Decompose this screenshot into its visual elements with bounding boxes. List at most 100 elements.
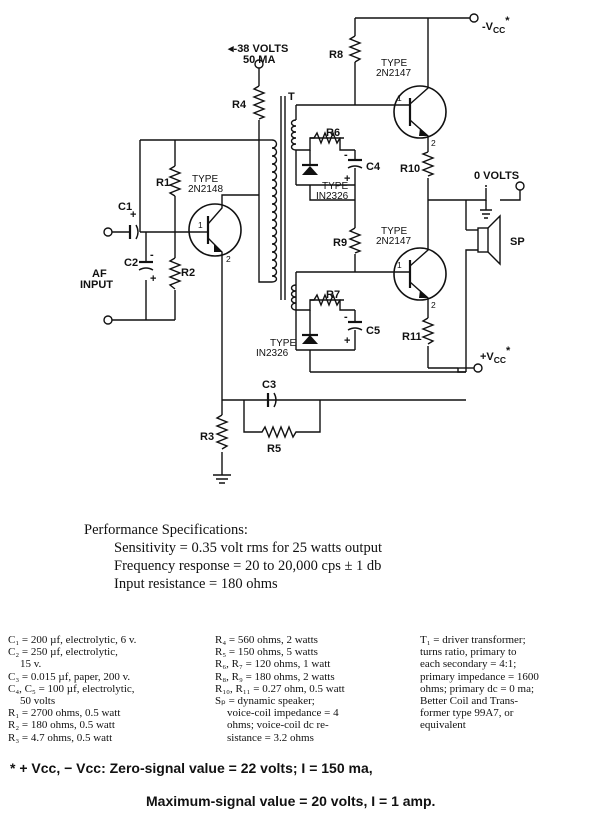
capacitors — [128, 158, 363, 408]
part-line: R₁ = 2700 ohms, 0.5 watt — [8, 707, 121, 720]
part-line: voice-coil impedance = 4 — [227, 707, 339, 720]
input-label: INPUT — [80, 279, 113, 291]
c1-plus: + — [130, 209, 136, 221]
part-line: 50 volts — [20, 695, 56, 708]
parts-list-column-3: T₁ = driver transformer; turns ratio, pr… — [420, 634, 608, 732]
r2-label: R2 — [181, 267, 195, 279]
transistor-q3 — [393, 247, 447, 301]
resistor-r9 — [348, 227, 362, 254]
transistor-q1 — [188, 203, 242, 257]
diode-upper — [302, 163, 318, 175]
vcc-pos-label: +VCC* — [480, 345, 511, 365]
resistor-r7 — [310, 293, 344, 307]
schematic-labels: ◂-38 VOLTS 50 MA -VCC* +VCC* 0 VOLTS T S… — [80, 15, 525, 455]
spec-input-resistance: Input resistance = 180 ohms — [114, 576, 278, 592]
capacitor-c2 — [138, 260, 154, 271]
part-line: former type 99A7, or — [420, 707, 514, 720]
d1-type-label: IN2326 — [316, 191, 349, 202]
q1-type-word: TYPE — [192, 174, 218, 185]
c3-label: C3 — [262, 379, 276, 391]
q2-pin1: 1 — [397, 93, 402, 103]
r7-label: R7 — [326, 289, 340, 301]
d2-type-label: IN2326 — [256, 348, 289, 359]
c2-label: C2 — [124, 257, 138, 269]
r11-label: R11 — [402, 331, 422, 343]
resistor-r10 — [421, 151, 435, 177]
r5-label: R5 — [267, 443, 281, 455]
zero-volts-label: 0 VOLTS — [474, 170, 519, 182]
part-line: R₅ = 150 ohms, 5 watts — [215, 646, 318, 659]
resistor-r3 — [215, 414, 229, 450]
part-line: Sₚ = dynamic speaker; — [215, 695, 315, 708]
performance-specifications: Performance Specifications: Sensitivity … — [84, 521, 544, 593]
capacitor-c1 — [128, 224, 139, 240]
resistor-r11 — [421, 317, 435, 345]
d2-type-word: TYPE — [270, 338, 296, 349]
part-line: R₈, R₉ = 180 ohms, 2 watts — [215, 670, 335, 683]
c4-minus: - — [344, 149, 348, 161]
resistor-r5 — [258, 425, 298, 439]
q2-type-word: TYPE — [381, 58, 407, 69]
part-line: ohms; primary dc = 0 ma; — [420, 682, 535, 695]
spec-sensitivity: Sensitivity = 0.35 volt rms for 25 watts… — [114, 540, 382, 556]
part-line: C₁ = 200 µf, electrolytic, 6 v. — [8, 634, 137, 646]
r9-label: R9 — [333, 237, 347, 249]
c5-label: C5 — [366, 325, 380, 337]
transformer-t1 — [259, 96, 297, 311]
c4-label: C4 — [366, 161, 381, 173]
diode-lower — [302, 333, 318, 344]
supply-current-label: 50 MA — [243, 54, 275, 66]
q3-type-word: TYPE — [381, 226, 407, 237]
part-line: 15 v. — [20, 658, 42, 671]
capacitor-c4 — [347, 158, 363, 176]
part-line: R₄ = 560 ohms, 2 watts — [215, 634, 318, 646]
c2-minus: - — [150, 249, 154, 261]
q2-pin2: 2 — [431, 138, 436, 148]
q1-pin1: 1 — [198, 220, 203, 230]
q1-type-label: 2N2148 — [188, 184, 223, 195]
diodes — [302, 163, 318, 344]
part-line: primary impedance = 1600 — [420, 670, 539, 683]
part-line: R₃ = 4.7 ohms, 0.5 watt — [8, 731, 113, 744]
resistors — [168, 35, 435, 450]
resistor-r6 — [310, 131, 344, 145]
part-line: turns ratio, primary to — [420, 646, 517, 659]
part-line: C₃ = 0.015 µf, paper, 200 v. — [8, 670, 131, 683]
r1-label: R1 — [156, 177, 170, 189]
resistor-r1 — [168, 165, 182, 197]
capacitor-c5 — [347, 320, 363, 336]
transistor-q2 — [393, 85, 447, 140]
resistor-r8 — [348, 35, 362, 63]
c4-plus: + — [344, 173, 350, 185]
capacitor-c3 — [266, 392, 277, 408]
supply-voltage-label: ◂-38 VOLTS — [227, 43, 288, 55]
q3-pin2: 2 — [431, 300, 436, 310]
parts-list-column-1: C₁ = 200 µf, electrolytic, 6 v. C₂ = 250… — [8, 634, 198, 744]
c5-plus: + — [344, 335, 350, 347]
q1-pin2: 2 — [226, 254, 231, 264]
resistor-r2 — [168, 257, 182, 290]
resistor-r4 — [252, 85, 266, 120]
c5-minus: - — [344, 311, 348, 323]
d1-type-word: TYPE — [322, 181, 348, 192]
supply-terminal-minus38 — [254, 59, 264, 69]
af-label: AF — [92, 268, 107, 280]
part-line: C₄, C₅ = 100 µf, electrolytic, — [8, 682, 135, 695]
q2-type-label: 2N2147 — [376, 68, 411, 79]
part-line: R₆, R₇ = 120 ohms, 1 watt — [215, 658, 331, 671]
c2-plus: + — [150, 273, 156, 285]
amplifier-schematic: ◂-38 VOLTS 50 MA -VCC* +VCC* 0 VOLTS T S… — [80, 13, 525, 484]
footnote-max-signal: Maximum-signal value = 20 volts, I = 1 a… — [146, 793, 436, 809]
r10-label: R10 — [400, 163, 420, 175]
spec-frequency-response: Frequency response = 20 to 20,000 cps ± … — [114, 558, 382, 574]
part-line: R₁₀, R₁₁ = 0.27 ohm, 0.5 watt — [215, 682, 345, 695]
performance-heading: Performance Specifications: — [84, 522, 248, 538]
parts-list-column-2: R₄ = 560 ohms, 2 watts R₅ = 150 ohms, 5 … — [215, 634, 405, 744]
part-line: equivalent — [420, 719, 466, 732]
part-line: R₂ = 180 ohms, 0.5 watt — [8, 719, 115, 732]
speaker-sp — [477, 214, 501, 266]
part-line: each secondary = 4:1; — [420, 658, 517, 671]
footnote-zero-signal: * + Vcc, − Vcc: Zero-signal value = 22 v… — [10, 760, 373, 776]
speaker-label: SP — [510, 236, 525, 248]
r3-label: R3 — [200, 431, 214, 443]
